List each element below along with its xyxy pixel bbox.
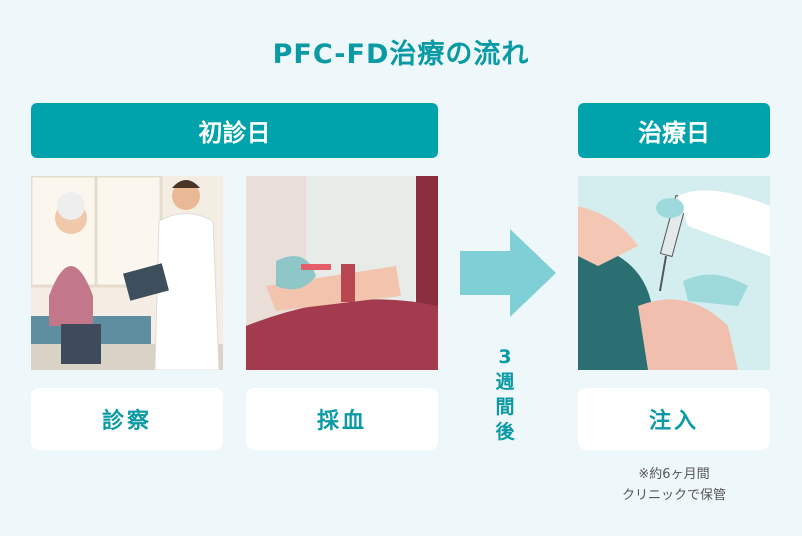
interval-label: 3 週 間 後 xyxy=(490,345,520,445)
doctor-consultation-illustration xyxy=(31,176,223,370)
arrow-right-icon xyxy=(460,229,556,317)
page-title: PFC-FD治療の流れ xyxy=(272,39,530,70)
injection-illustration xyxy=(578,176,770,370)
step-label-blood-draw: 採血 xyxy=(246,388,438,450)
interval-char: 後 xyxy=(495,421,515,443)
storage-note: ※約6ヶ月間 クリニックで保管 xyxy=(578,464,770,506)
stage-header-treatment-day: 治療日 xyxy=(578,103,770,158)
blood-draw-illustration xyxy=(246,176,438,370)
step-label-consultation: 診察 xyxy=(31,388,223,450)
note-line: クリニックで保管 xyxy=(621,488,726,503)
step-label-injection: 注入 xyxy=(578,388,770,450)
stage-header-first-visit: 初診日 xyxy=(31,103,438,158)
note-line: ※約6ヶ月間 xyxy=(638,467,710,482)
interval-char: 3 xyxy=(498,346,512,368)
interval-char: 間 xyxy=(495,396,515,418)
interval-char: 週 xyxy=(495,371,515,393)
